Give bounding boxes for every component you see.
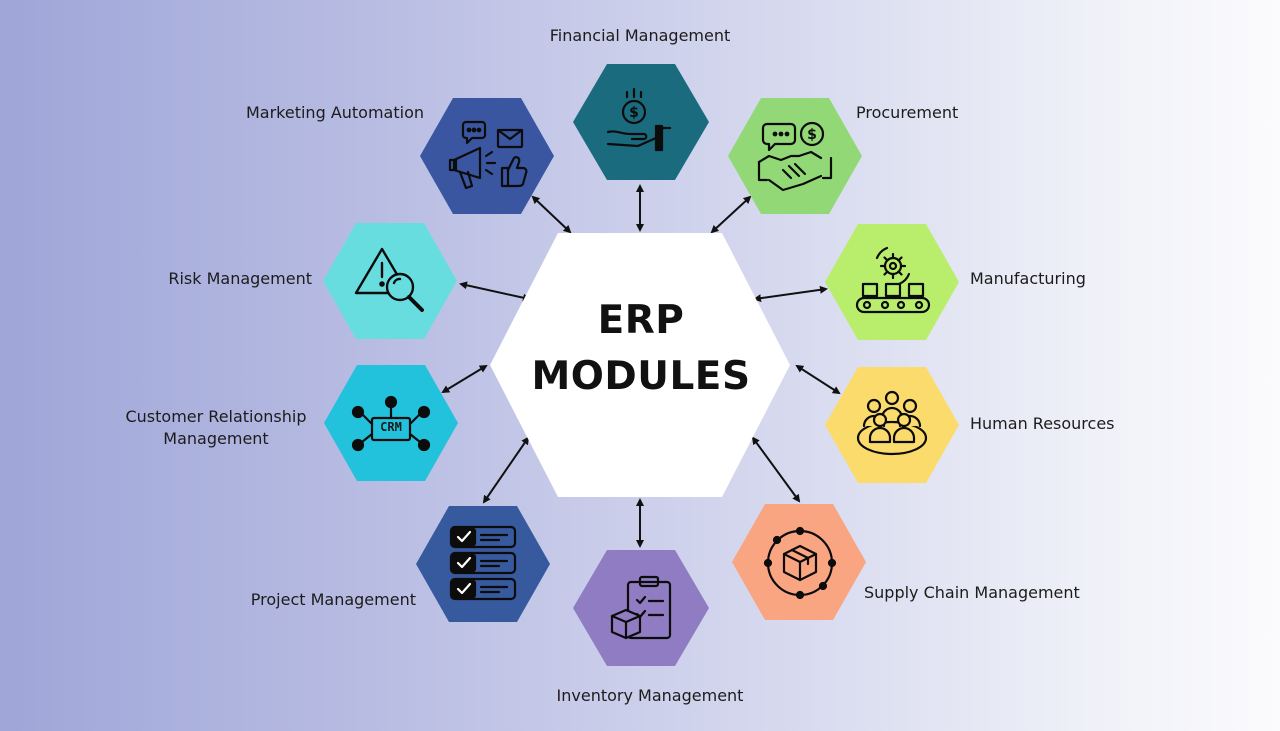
financial-label: Financial Management <box>549 26 731 45</box>
arrow-procurement <box>710 195 752 234</box>
crm-network-icon <box>351 395 431 452</box>
inventory-label: Inventory Management <box>556 686 744 705</box>
center-title-line1: ERP <box>597 298 685 343</box>
crm-hexagon <box>322 363 460 483</box>
svg-text:$: $ <box>807 127 817 143</box>
project-label: Project Management <box>250 590 416 609</box>
package-network-icon <box>763 526 837 600</box>
arrow-risk <box>459 281 531 302</box>
conveyor-gear-icon <box>855 246 931 314</box>
marketing-label: Marketing Automation <box>245 103 424 122</box>
inventory-hexagon <box>571 548 711 668</box>
crm-label: Customer Relationship Management <box>96 406 336 450</box>
financial-hexagon <box>571 62 711 182</box>
clipboard-package-icon <box>610 575 672 640</box>
team-icon <box>856 390 928 456</box>
arrow-crm <box>441 364 488 394</box>
handshake-icon: $ <box>757 121 833 192</box>
arrow-human-resources <box>795 364 841 395</box>
crm-label-line1: Customer Relationship <box>125 407 307 426</box>
risk-label: Risk Management <box>168 269 312 288</box>
manufacturing-label: Manufacturing <box>970 269 1086 288</box>
arrow-manufacturing <box>753 285 828 303</box>
arrow-supply-chain <box>751 436 801 503</box>
arrow-project <box>482 436 530 504</box>
hand-money-icon: $ <box>606 87 672 152</box>
crm-label-line2: Management <box>163 429 269 448</box>
checklist-icon <box>449 525 517 601</box>
procurement-label: Procurement <box>856 103 959 122</box>
megaphone-social-icon <box>448 120 528 190</box>
center-title: ERP MODULES <box>490 293 792 405</box>
crm-icon-text: CRM <box>380 420 402 434</box>
risk-warning-magnifier-icon <box>354 247 424 312</box>
supply-chain-label: Supply Chain Management <box>864 583 1080 602</box>
center-title-line2: MODULES <box>531 354 751 399</box>
center-hexagon <box>488 232 792 498</box>
arrow-marketing <box>531 195 572 234</box>
svg-text:$: $ <box>629 105 639 121</box>
human-resources-label: Human Resources <box>970 414 1115 433</box>
